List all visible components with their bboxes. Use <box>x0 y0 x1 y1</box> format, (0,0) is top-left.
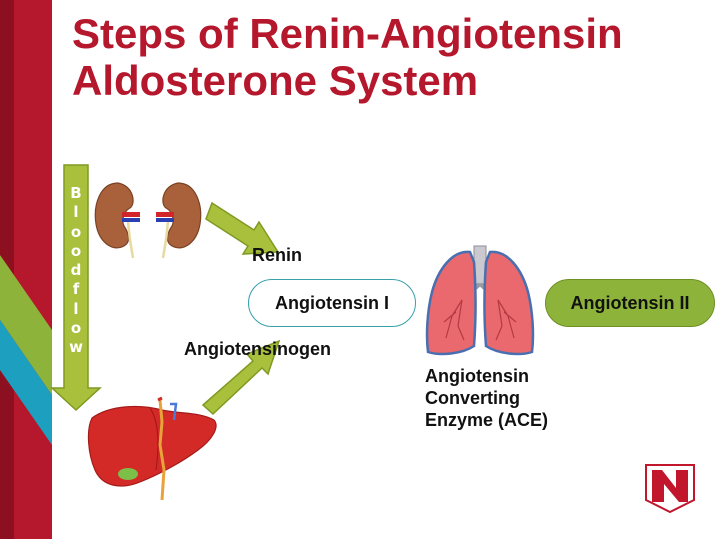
lungs-icon <box>425 245 535 356</box>
liver-icon <box>87 396 217 501</box>
title-line-2: Aldosterone System <box>72 57 479 104</box>
bloodflow-label: B l o o d f l o w <box>66 184 86 358</box>
angiotensin-2-node: Angiotensin II <box>545 279 715 327</box>
bloodflow-arrow <box>50 164 102 412</box>
bloodflow-letter: l <box>73 203 79 222</box>
ace-label-line-2: Converting <box>425 388 521 408</box>
bloodflow-letter: w <box>69 338 83 357</box>
angiotensin-1-node: Angiotensin I <box>248 279 416 327</box>
renin-label: Renin <box>252 245 303 265</box>
bloodflow-letter: B <box>70 184 82 202</box>
slide-title: Steps of Renin-Angiotensin Aldosterone S… <box>72 10 712 104</box>
bloodflow-letter: f <box>72 280 80 299</box>
title-line-1: Steps of Renin-Angiotensin <box>72 10 623 57</box>
bloodflow-letter: o <box>70 319 82 338</box>
ace-label-line-1: Angiotensin <box>425 366 529 386</box>
ace-label: Angiotensin Converting Enzyme (ACE) <box>425 365 548 431</box>
angiotensinogen-arrow <box>201 339 281 416</box>
bloodflow-letter: o <box>70 222 82 241</box>
bloodflow-letter: l <box>73 299 79 318</box>
angiotensinogen-label: Angiotensinogen <box>184 339 331 359</box>
university-logo-icon <box>645 464 695 514</box>
ace-label-line-3: Enzyme (ACE) <box>425 410 549 430</box>
renin-arrow <box>205 201 280 255</box>
left-decorative-band <box>0 0 52 539</box>
bloodflow-letter: o <box>70 241 82 260</box>
bloodflow-letter: d <box>70 261 82 280</box>
kidneys-icon <box>94 182 202 259</box>
